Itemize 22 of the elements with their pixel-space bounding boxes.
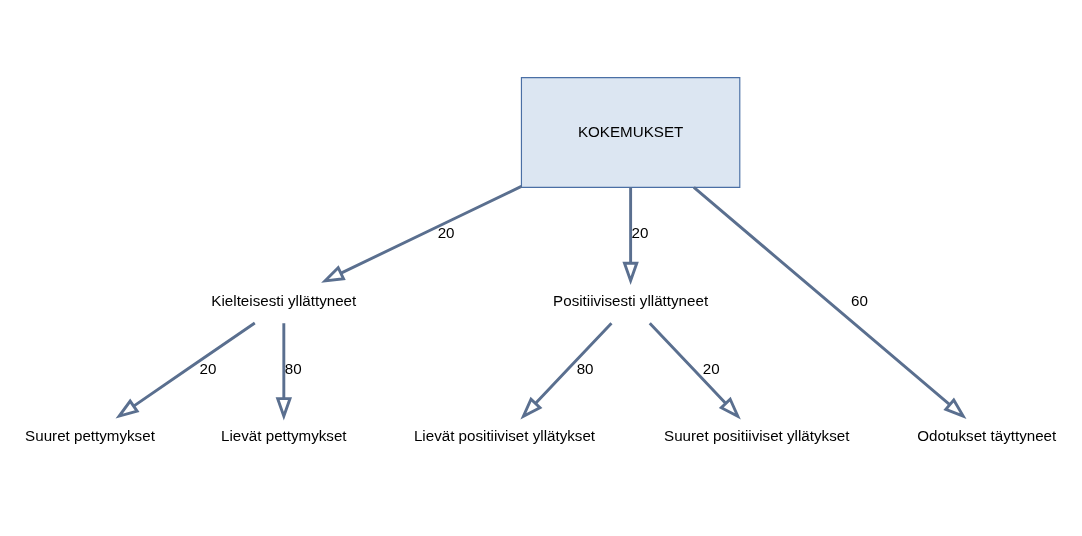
node-box: KOKEMUKSET xyxy=(520,77,741,188)
node-text: Odotukset täyttyneet xyxy=(917,427,1057,445)
node-text: Kielteisesti yllättyneet xyxy=(211,291,357,309)
arrow xyxy=(692,186,967,419)
arrow xyxy=(648,322,741,420)
edge-label: 20 xyxy=(199,359,217,377)
arrow xyxy=(275,323,292,421)
arrow xyxy=(622,187,639,286)
arrow xyxy=(115,321,256,419)
node-text: Suuret positiiviset yllätykset xyxy=(664,427,850,445)
edge-label: 80 xyxy=(576,359,594,377)
edge-label: 20 xyxy=(437,224,455,242)
node-text: Lievät pettymykset xyxy=(221,427,347,445)
edge-label: 20 xyxy=(702,359,720,377)
arrow xyxy=(520,322,613,420)
node-text: Lievät positiiviset yllätykset xyxy=(413,427,596,445)
arrow xyxy=(321,185,522,283)
edge-label: 80 xyxy=(284,359,302,377)
edge-label: 60 xyxy=(851,291,868,309)
node-text: Suuret pettymykset xyxy=(25,427,155,445)
node-text: Positiivisesti yllättyneet xyxy=(553,291,709,309)
edge-label: 20 xyxy=(631,224,649,242)
